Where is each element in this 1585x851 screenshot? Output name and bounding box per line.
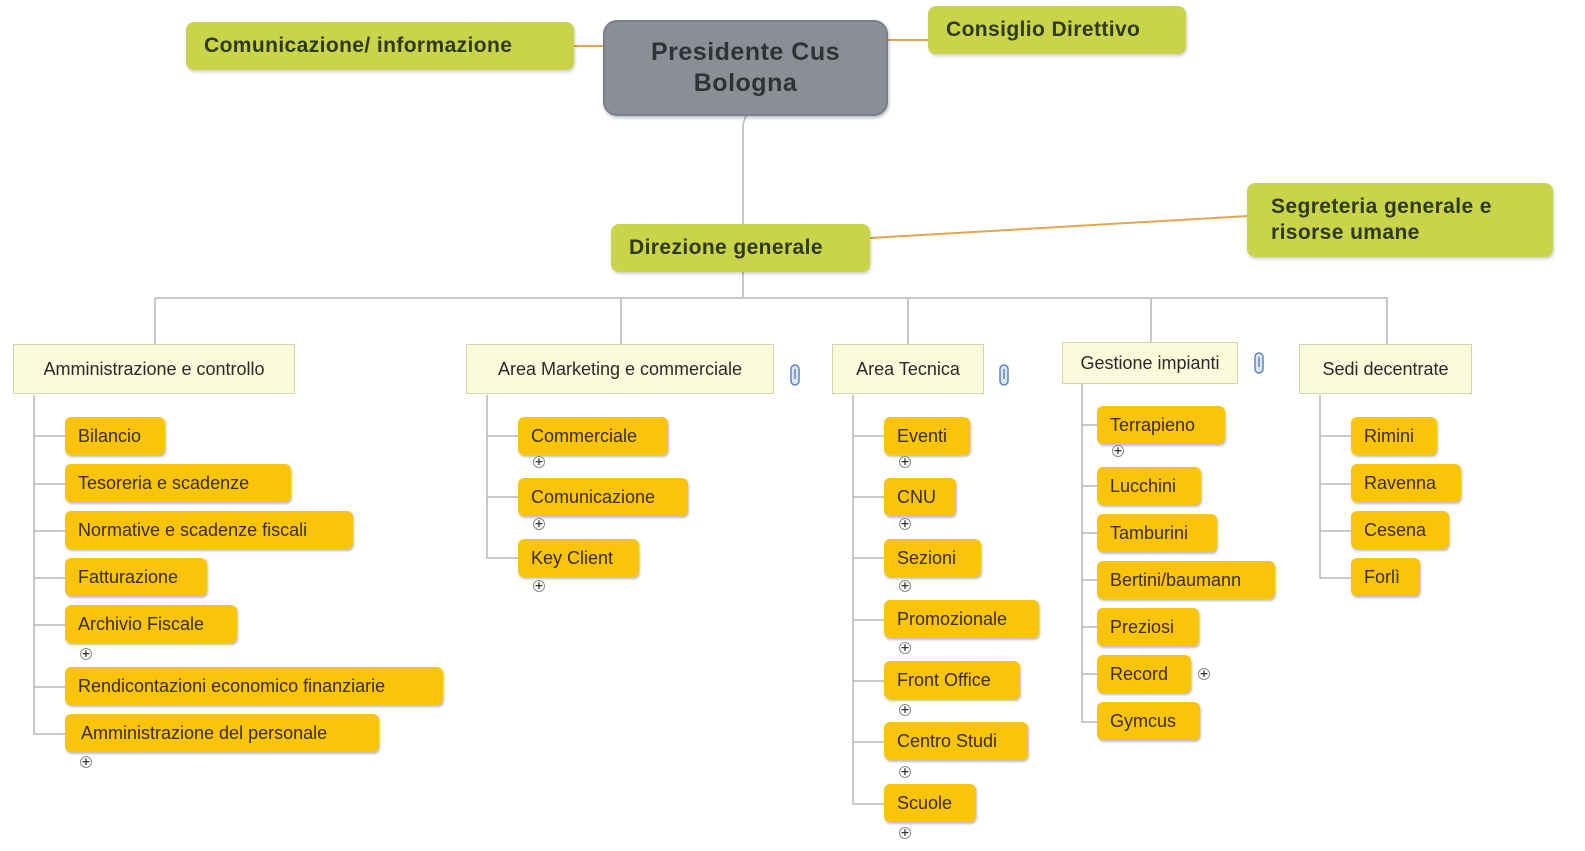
area-label: Sedi decentrate [1322, 358, 1449, 379]
leaf-rendicontazioni[interactable]: Rendicontazioni economico finanziarie [65, 667, 443, 705]
leaf-promozionale[interactable]: Promozionale [884, 600, 1039, 638]
leaf-cnu[interactable]: CNU [884, 478, 956, 516]
expand-icon[interactable]: + [899, 765, 911, 778]
leaf-scuole[interactable]: Scuole [884, 784, 976, 822]
direzione-generale-label: Direzione generale [629, 236, 823, 259]
leaf-bilancio[interactable]: Bilancio [65, 417, 165, 455]
leaf-comunicazione[interactable]: Comunicazione [518, 478, 688, 516]
expand-icon[interactable]: + [899, 826, 911, 839]
attachment-icon[interactable] [998, 364, 1010, 386]
leaf-label: Comunicazione [531, 486, 656, 507]
leaf-gymcus[interactable]: Gymcus [1097, 702, 1200, 740]
attachment-icon[interactable] [1253, 352, 1265, 374]
area-tecnica[interactable]: Area Tecnica [832, 344, 984, 394]
leaf-label: Tamburini [1110, 522, 1189, 543]
leaf-ravenna[interactable]: Ravenna [1351, 464, 1461, 502]
leaf-label: Preziosi [1110, 616, 1175, 637]
leaf-eventi[interactable]: Eventi [884, 417, 970, 455]
leaf-commerciale[interactable]: Commerciale [518, 417, 668, 455]
leaf-label: Forlì [1364, 566, 1400, 587]
direzione-generale-node[interactable]: Direzione generale [611, 224, 870, 272]
area-label: Area Tecnica [856, 358, 960, 379]
leaf-forli[interactable]: Forlì [1351, 558, 1420, 596]
leaf-label: Bilancio [78, 425, 142, 446]
leaf-sezioni[interactable]: Sezioni [884, 539, 981, 577]
expand-icon[interactable]: + [899, 641, 911, 654]
leaf-lucchini[interactable]: Lucchini [1097, 467, 1201, 505]
leaf-label: Rimini [1364, 425, 1415, 446]
leaf-fatturazione[interactable]: Fatturazione [65, 558, 207, 596]
consiglio-direttivo-label: Consiglio Direttivo [946, 18, 1141, 41]
expand-icon[interactable]: + [899, 579, 911, 592]
leaf-bertini-baumann[interactable]: Bertini/baumann [1097, 561, 1275, 599]
leaf-label: Front Office [897, 669, 991, 690]
leaf-label: Key Client [531, 547, 614, 568]
expand-icon[interactable]: + [533, 455, 545, 468]
comunicazione-informazione-node[interactable]: Comunicazione/ informazione [186, 22, 574, 70]
expand-icon[interactable]: + [533, 517, 545, 530]
leaf-rimini[interactable]: Rimini [1351, 417, 1437, 455]
segreteria-node[interactable]: Segreteria generale e risorse umane [1247, 183, 1553, 257]
area-gestione-impianti[interactable]: Gestione impianti [1062, 342, 1238, 384]
area-label: Gestione impianti [1080, 352, 1220, 373]
leaf-amministrazione-personale[interactable]: Amministrazione del personale [65, 714, 379, 752]
leaf-label: Terrapieno [1110, 414, 1196, 435]
area-label: Amministrazione e controllo [43, 358, 265, 379]
expand-icon[interactable]: + [899, 517, 911, 530]
leaf-label: Normative e scadenze fiscali [78, 519, 308, 540]
area-sedi-decentrate[interactable]: Sedi decentrate [1299, 344, 1472, 394]
leaf-record[interactable]: Record [1097, 655, 1191, 693]
leaf-archivio-fiscale[interactable]: Archivio Fiscale [65, 605, 237, 643]
area-amministrazione[interactable]: Amministrazione e controllo [13, 344, 295, 394]
leaf-tesoreria[interactable]: Tesoreria e scadenze [65, 464, 291, 502]
leaf-preziosi[interactable]: Preziosi [1097, 608, 1199, 646]
leaf-front-office[interactable]: Front Office [884, 661, 1020, 699]
leaf-label: Promozionale [897, 608, 1008, 629]
expand-icon[interactable]: + [533, 579, 545, 592]
segreteria-label: Segreteria generale e risorse umane [1271, 195, 1492, 244]
leaf-label: Lucchini [1110, 475, 1177, 496]
leaf-label: Eventi [897, 425, 948, 446]
leaf-key-client[interactable]: Key Client [518, 539, 639, 577]
leaf-label: Centro Studi [897, 730, 998, 751]
leaf-cesena[interactable]: Cesena [1351, 511, 1449, 549]
leaf-label: Archivio Fiscale [78, 613, 205, 634]
leaf-label: Sezioni [897, 547, 957, 568]
leaf-label: Commerciale [531, 425, 638, 446]
area-marketing[interactable]: Area Marketing e commerciale [466, 344, 774, 394]
leaf-label: Rendicontazioni economico finanziarie [78, 675, 386, 696]
leaf-label: Gymcus [1110, 710, 1177, 731]
leaf-label: Amministrazione del personale [81, 722, 328, 743]
leaf-terrapieno[interactable]: Terrapieno [1097, 406, 1225, 444]
area-label: Area Marketing e commerciale [497, 358, 743, 379]
expand-icon[interactable]: + [1112, 444, 1124, 457]
leaf-label: Bertini/baumann [1110, 569, 1242, 590]
leaf-label: CNU [897, 486, 936, 507]
leaf-label: Fatturazione [78, 566, 179, 587]
expand-icon[interactable]: + [899, 703, 911, 716]
expand-icon[interactable]: + [80, 647, 92, 660]
leaf-tamburini[interactable]: Tamburini [1097, 514, 1217, 552]
leaf-centro-studi[interactable]: Centro Studi [884, 722, 1028, 760]
consiglio-direttivo-node[interactable]: Consiglio Direttivo [928, 6, 1186, 54]
expand-icon[interactable]: + [1198, 667, 1210, 680]
comunicazione-informazione-label: Comunicazione/ informazione [204, 34, 513, 57]
attachment-icon[interactable] [789, 364, 801, 386]
leaf-label: Scuole [897, 792, 953, 813]
expand-icon[interactable]: + [899, 455, 911, 468]
leaf-label: Tesoreria e scadenze [78, 472, 250, 493]
expand-icon[interactable]: + [80, 755, 92, 768]
president-node[interactable]: Presidente Cus Bologna [603, 20, 888, 116]
leaf-normative[interactable]: Normative e scadenze fiscali [65, 511, 353, 549]
leaf-label: Record [1110, 663, 1169, 684]
leaf-label: Ravenna [1364, 472, 1437, 493]
leaf-label: Cesena [1364, 519, 1427, 540]
president-label: Presidente Cus Bologna [650, 38, 840, 97]
